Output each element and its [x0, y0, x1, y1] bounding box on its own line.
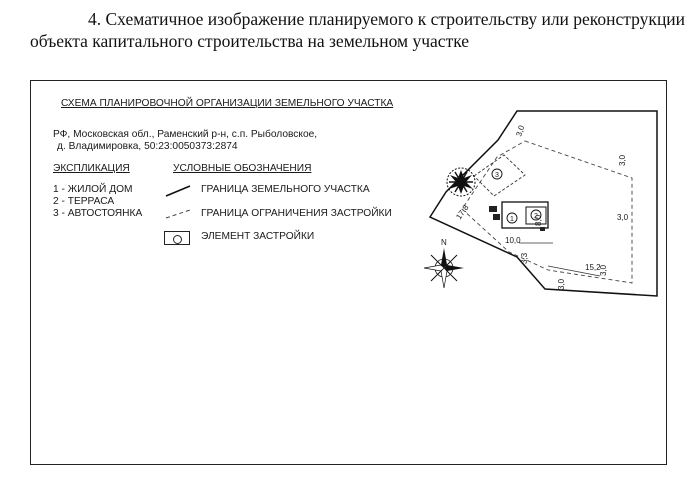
dim-label-5: 17,8	[454, 203, 471, 221]
legend-dashed-line	[165, 209, 191, 219]
parking-area	[473, 154, 526, 197]
legend-element-circle	[173, 234, 182, 244]
address-line-1: РФ, Московская обл., Раменский р-н, с.п.…	[53, 129, 318, 140]
address-line-2: д. Владимировка, 50:23:0050373:2874	[57, 141, 238, 152]
dim-label-2: 3,0	[618, 154, 627, 166]
dim-label-3: 3,0	[617, 213, 629, 222]
explication-title: ЭКСПЛИКАЦИЯ	[53, 163, 130, 174]
marker-1	[506, 212, 518, 224]
marker-2-label: 2	[534, 213, 538, 220]
dim-label-9: 15,2	[585, 263, 601, 272]
scheme-frame: СХЕМА ПЛАНИРОВОЧНОЙ ОРГАНИЗАЦИИ ЗЕМЕЛЬНО…	[30, 80, 667, 465]
explication-item-3: 3 - АВТОСТОЯНКА	[53, 208, 143, 219]
north-label: N	[441, 238, 447, 247]
scheme-title: СХЕМА ПЛАНИРОВОЧНОЙ ОРГАНИЗАЦИИ ЗЕМЕЛЬНО…	[61, 98, 394, 109]
plot-boundary	[428, 110, 658, 297]
explication-item-2: 2 - ТЕРРАСА	[53, 196, 115, 207]
marker-3	[491, 168, 503, 180]
dim-label-6: 10,0	[505, 236, 521, 245]
dim-label-1: 3,0	[514, 124, 526, 138]
legend-solid-line	[165, 185, 191, 197]
legend-item-building-limit: ГРАНИЦА ОГРАНИЧЕНИЯ ЗАСТРОЙКИ	[201, 208, 392, 219]
dim-label-7: 8,0	[534, 214, 543, 226]
entrance-block-1	[489, 206, 497, 212]
marker-3-label: 3	[495, 172, 499, 179]
legend-title: УСЛОВНЫЕ ОБОЗНАЧЕНИЯ	[173, 163, 312, 174]
north-arrow-icon	[423, 248, 464, 289]
entrance-block-3	[540, 227, 545, 231]
legend-item-plot-boundary: ГРАНИЦА ЗЕМЕЛЬНОГО УЧАСТКА	[201, 184, 370, 195]
section-heading: 4. Схематичное изображение планируемого …	[30, 8, 686, 52]
legend-item-building-element: ЭЛЕМЕНТ ЗАСТРОЙКИ	[201, 231, 315, 242]
dim-line-south	[547, 265, 601, 277]
heading-line-1: 4. Схематичное изображение планируемого …	[88, 9, 686, 29]
marker-2	[530, 209, 542, 221]
dim-label-10: 3,0	[557, 278, 566, 290]
entrance-block-2	[493, 214, 500, 220]
dim-label-8: 3,3	[520, 252, 529, 264]
marker-1-label: 1	[510, 216, 514, 223]
tree-symbol	[446, 167, 476, 197]
heading-line-2: объекта капитального строительства на зе…	[30, 31, 470, 51]
legend-element-symbol	[164, 231, 190, 245]
building-limit-boundary	[461, 140, 633, 284]
dim-label-4: 3,0	[599, 264, 608, 276]
explication-item-1: 1 - ЖИЛОЙ ДОМ	[53, 184, 133, 195]
